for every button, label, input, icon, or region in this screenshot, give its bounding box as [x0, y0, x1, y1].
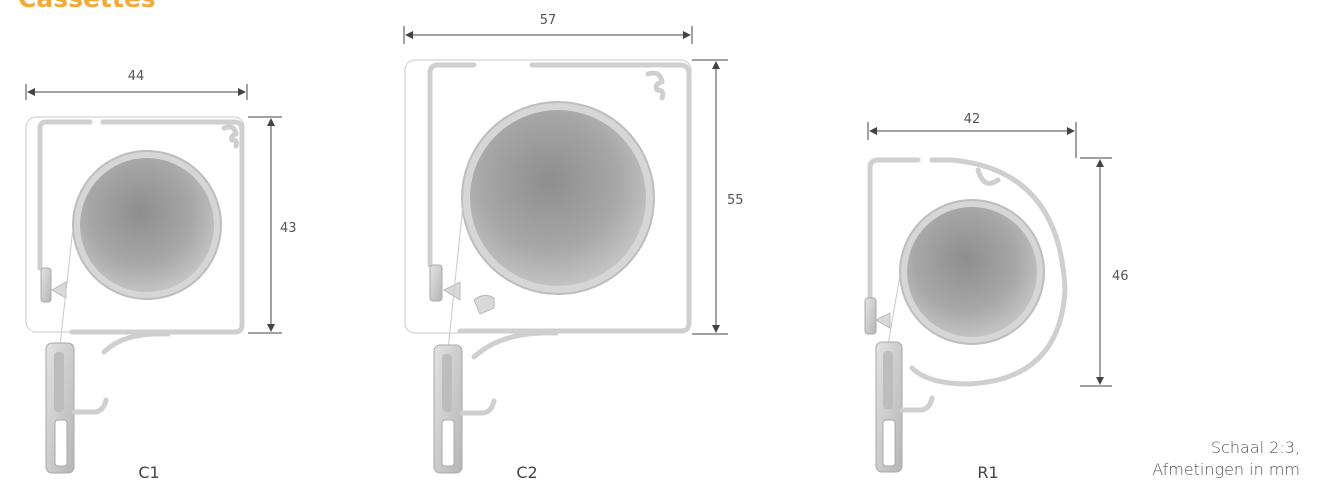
profile-r1: 42 46 R1 [864, 112, 1129, 482]
r1-height-dimension: 46 [1080, 157, 1129, 387]
c2-cord [447, 204, 464, 351]
r1-roll [899, 199, 1045, 345]
c2-height-dimension: 55 [692, 59, 744, 335]
r1-height-label: 46 [1112, 269, 1129, 284]
scale-note: Schaal 2:3, Afmetingen in mm [1152, 437, 1300, 481]
r1-cassette-body [864, 157, 1068, 387]
c2-width-dimension: 57 [403, 13, 693, 44]
c1-cassette-body [25, 116, 245, 355]
c2-label: C2 [516, 463, 537, 482]
c2-bottom-bar [433, 344, 497, 474]
c1-cord [59, 227, 74, 346]
scale-note-line1: Schaal 2:3, [1210, 438, 1300, 457]
r1-width-label: 42 [964, 112, 981, 127]
c1-height-label: 43 [280, 221, 297, 236]
c1-height-dimension: 43 [248, 116, 297, 334]
c2-height-label: 55 [727, 193, 744, 208]
c1-width-label: 44 [128, 69, 145, 84]
r1-bottom-bar [875, 341, 935, 473]
c1-roll [72, 150, 222, 300]
c1-bottom-bar [45, 342, 109, 474]
r1-label: R1 [977, 463, 998, 482]
c1-label: C1 [138, 463, 159, 482]
c2-width-label: 57 [540, 13, 557, 28]
c1-width-dimension: 44 [25, 69, 248, 100]
profile-c1: 44 43 C1 [25, 69, 297, 482]
profile-c2: 57 55 C2 [403, 13, 744, 482]
c2-roll [461, 101, 655, 295]
r1-width-dimension: 42 [867, 112, 1077, 158]
scale-note-line2: Afmetingen in mm [1152, 460, 1300, 479]
c2-cassette-body [404, 59, 692, 360]
page-title: Cassettes [18, 0, 156, 11]
r1-cord [887, 274, 901, 346]
